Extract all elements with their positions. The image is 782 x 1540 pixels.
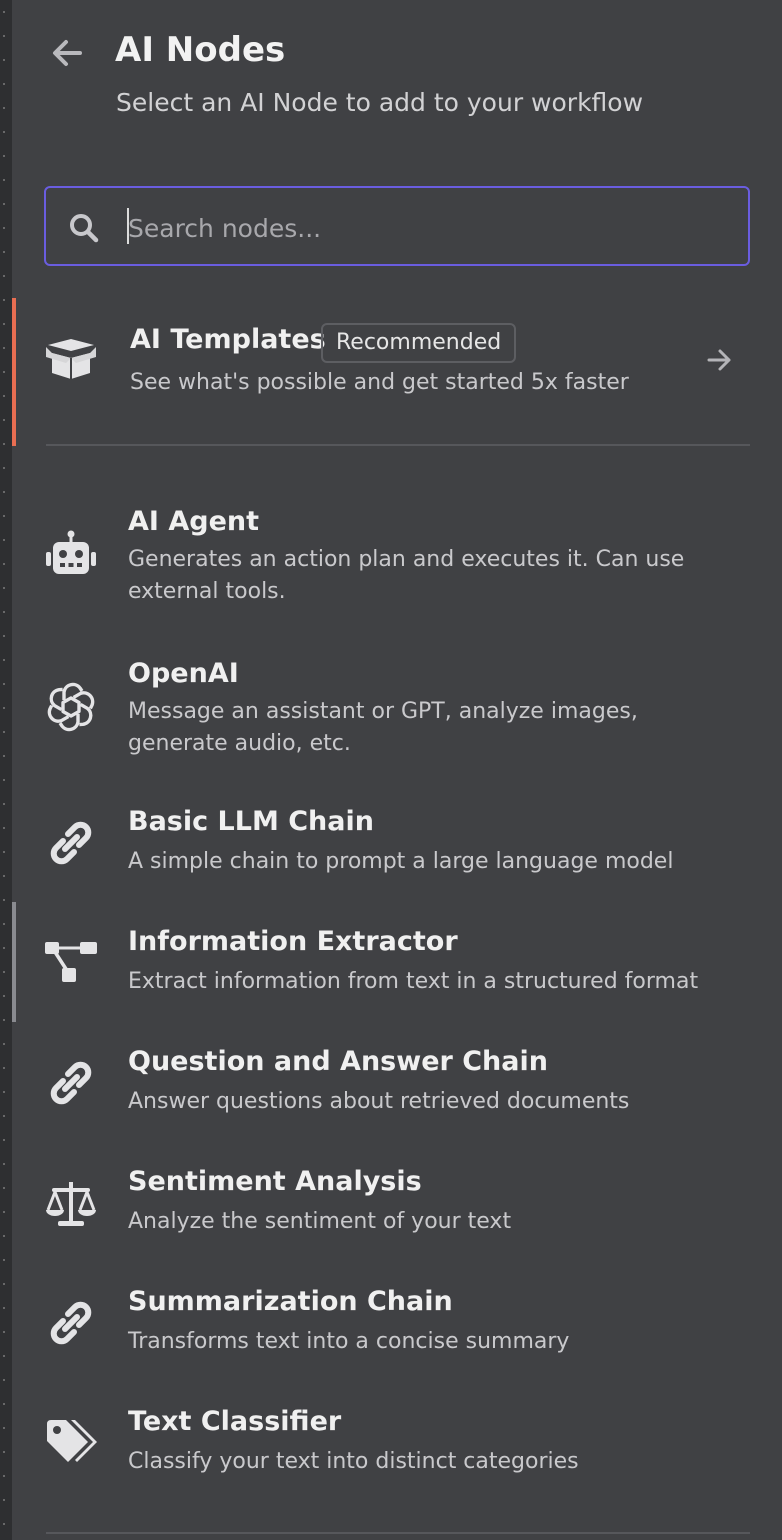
node-name: Basic LLM Chain bbox=[128, 806, 374, 837]
node-item-summarization-chain[interactable]: Summarization Chain Transforms text into… bbox=[12, 1280, 750, 1370]
node-name: Summarization Chain bbox=[128, 1286, 453, 1317]
node-description: Transforms text into a concise summary bbox=[128, 1329, 570, 1354]
node-item-information-extractor[interactable]: Information Extractor Extract informatio… bbox=[12, 902, 750, 1022]
robot-icon bbox=[46, 530, 96, 574]
node-description: A simple chain to prompt a large languag… bbox=[128, 849, 674, 874]
divider bbox=[46, 1532, 750, 1534]
node-name: OpenAI bbox=[128, 658, 239, 689]
node-name: Text Classifier bbox=[128, 1406, 342, 1437]
canvas-grid-dots bbox=[3, 0, 5, 1540]
divider bbox=[46, 444, 750, 446]
ai-templates-title: AI Templates bbox=[130, 324, 326, 355]
node-description: Answer questions about retrieved documen… bbox=[128, 1089, 630, 1114]
text-cursor bbox=[127, 208, 129, 244]
hover-indicator bbox=[12, 902, 16, 1022]
link-icon bbox=[50, 1301, 92, 1345]
box-open-icon bbox=[46, 339, 96, 379]
node-description: Analyze the sentiment of your text bbox=[128, 1209, 512, 1234]
ai-templates-item[interactable]: AI Templates Recommended See what's poss… bbox=[12, 298, 750, 446]
node-item-sentiment-analysis[interactable]: Sentiment Analysis Analyze the sentiment… bbox=[12, 1160, 750, 1250]
node-item-openai[interactable]: OpenAI Message an assistant or GPT, anal… bbox=[12, 650, 750, 770]
search-icon bbox=[70, 214, 99, 243]
node-name: AI Agent bbox=[128, 506, 260, 537]
node-item-basic-llm-chain[interactable]: Basic LLM Chain A simple chain to prompt… bbox=[12, 800, 750, 890]
node-description: Extract information from text in a struc… bbox=[128, 969, 699, 994]
page-title: AI Nodes bbox=[115, 30, 286, 70]
node-description: Generates an action plan and executes it… bbox=[128, 547, 685, 604]
tags-icon bbox=[47, 1420, 97, 1462]
search-input[interactable] bbox=[126, 202, 730, 254]
ai-nodes-panel: AI Nodes Select an AI Node to add to you… bbox=[12, 0, 782, 1540]
balance-scale-icon bbox=[46, 1182, 96, 1226]
recommended-badge: Recommended bbox=[321, 323, 517, 363]
canvas-edge bbox=[0, 0, 12, 1540]
openai-icon bbox=[47, 682, 95, 732]
link-icon bbox=[50, 821, 92, 865]
node-description: Classify your text into distinct categor… bbox=[128, 1449, 579, 1474]
node-item-ai-agent[interactable]: AI Agent Generates an action plan and ex… bbox=[12, 498, 750, 618]
link-icon bbox=[50, 1061, 92, 1105]
project-diagram-icon bbox=[45, 942, 97, 982]
back-button[interactable] bbox=[50, 36, 84, 70]
ai-templates-description: See what's possible and get started 5x f… bbox=[130, 370, 629, 395]
node-description: Message an assistant or GPT, analyze ima… bbox=[128, 699, 638, 756]
arrow-right-icon bbox=[707, 349, 731, 371]
node-name: Information Extractor bbox=[128, 926, 458, 957]
highlight-bar bbox=[12, 298, 16, 446]
arrow-left-icon bbox=[53, 40, 82, 66]
node-name: Sentiment Analysis bbox=[128, 1166, 422, 1197]
node-item-text-classifier[interactable]: Text Classifier Classify your text into … bbox=[12, 1400, 750, 1490]
node-name: Question and Answer Chain bbox=[128, 1046, 548, 1077]
search-box[interactable] bbox=[44, 186, 750, 266]
node-item-question-and-answer-chain[interactable]: Question and Answer Chain Answer questio… bbox=[12, 1040, 750, 1130]
page-subtitle: Select an AI Node to add to your workflo… bbox=[116, 88, 644, 117]
